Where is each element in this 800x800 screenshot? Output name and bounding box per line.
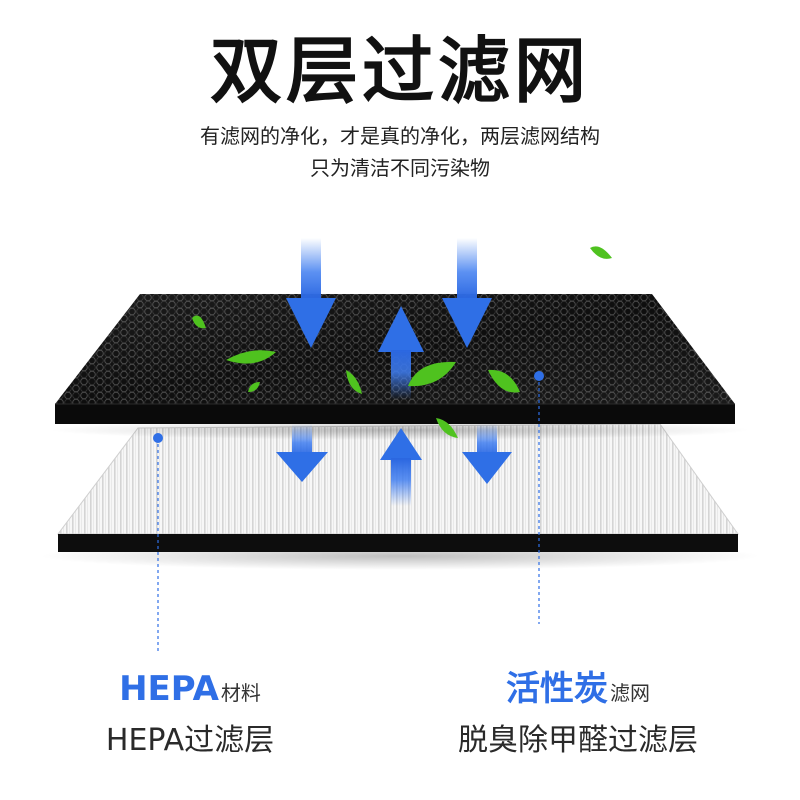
subtitle-line-1: 有滤网的净化，才是真的净化，两层滤网结构 [200,124,600,148]
hepa-label-description: HEPA过滤层 [105,723,275,758]
carbon-label-suffix: 滤网 [610,681,650,705]
leaf-icon [346,370,362,394]
carbon-label-description: 脱臭除甲醛过滤层 [458,723,698,758]
carbon-label-title: 活性炭 [506,669,608,709]
page-title: 双层过滤网 [209,29,590,113]
hepa-label-title: HEPA [119,669,219,709]
hepa-label-suffix: 材料 [220,681,261,705]
hepa-callout-pointer [153,433,163,652]
airflow-arrow-down-lower-left [276,424,328,482]
airflow-arrow-up-center-top [378,306,424,400]
carbon-label: 活性炭滤网 脱臭除甲醛过滤层 [428,664,728,764]
leaves [192,246,612,438]
leaf-icon [192,315,206,329]
leaf-icon [408,361,456,387]
carbon-callout-pointer [534,371,544,624]
airflow-arrow-down-left [286,238,336,348]
leaf-icon [436,418,458,438]
leaf-icon [248,382,260,392]
subtitle-line-2: 只为清洁不同污染物 [310,156,490,180]
airflow-arrow-down-lower-right [462,424,512,484]
leaf-icon [488,369,520,393]
airflow-arrow-up-lower-center [380,428,422,506]
leaf-icon [226,350,276,364]
leaf-icon [590,246,612,259]
airflow-arrow-down-right [442,238,492,348]
